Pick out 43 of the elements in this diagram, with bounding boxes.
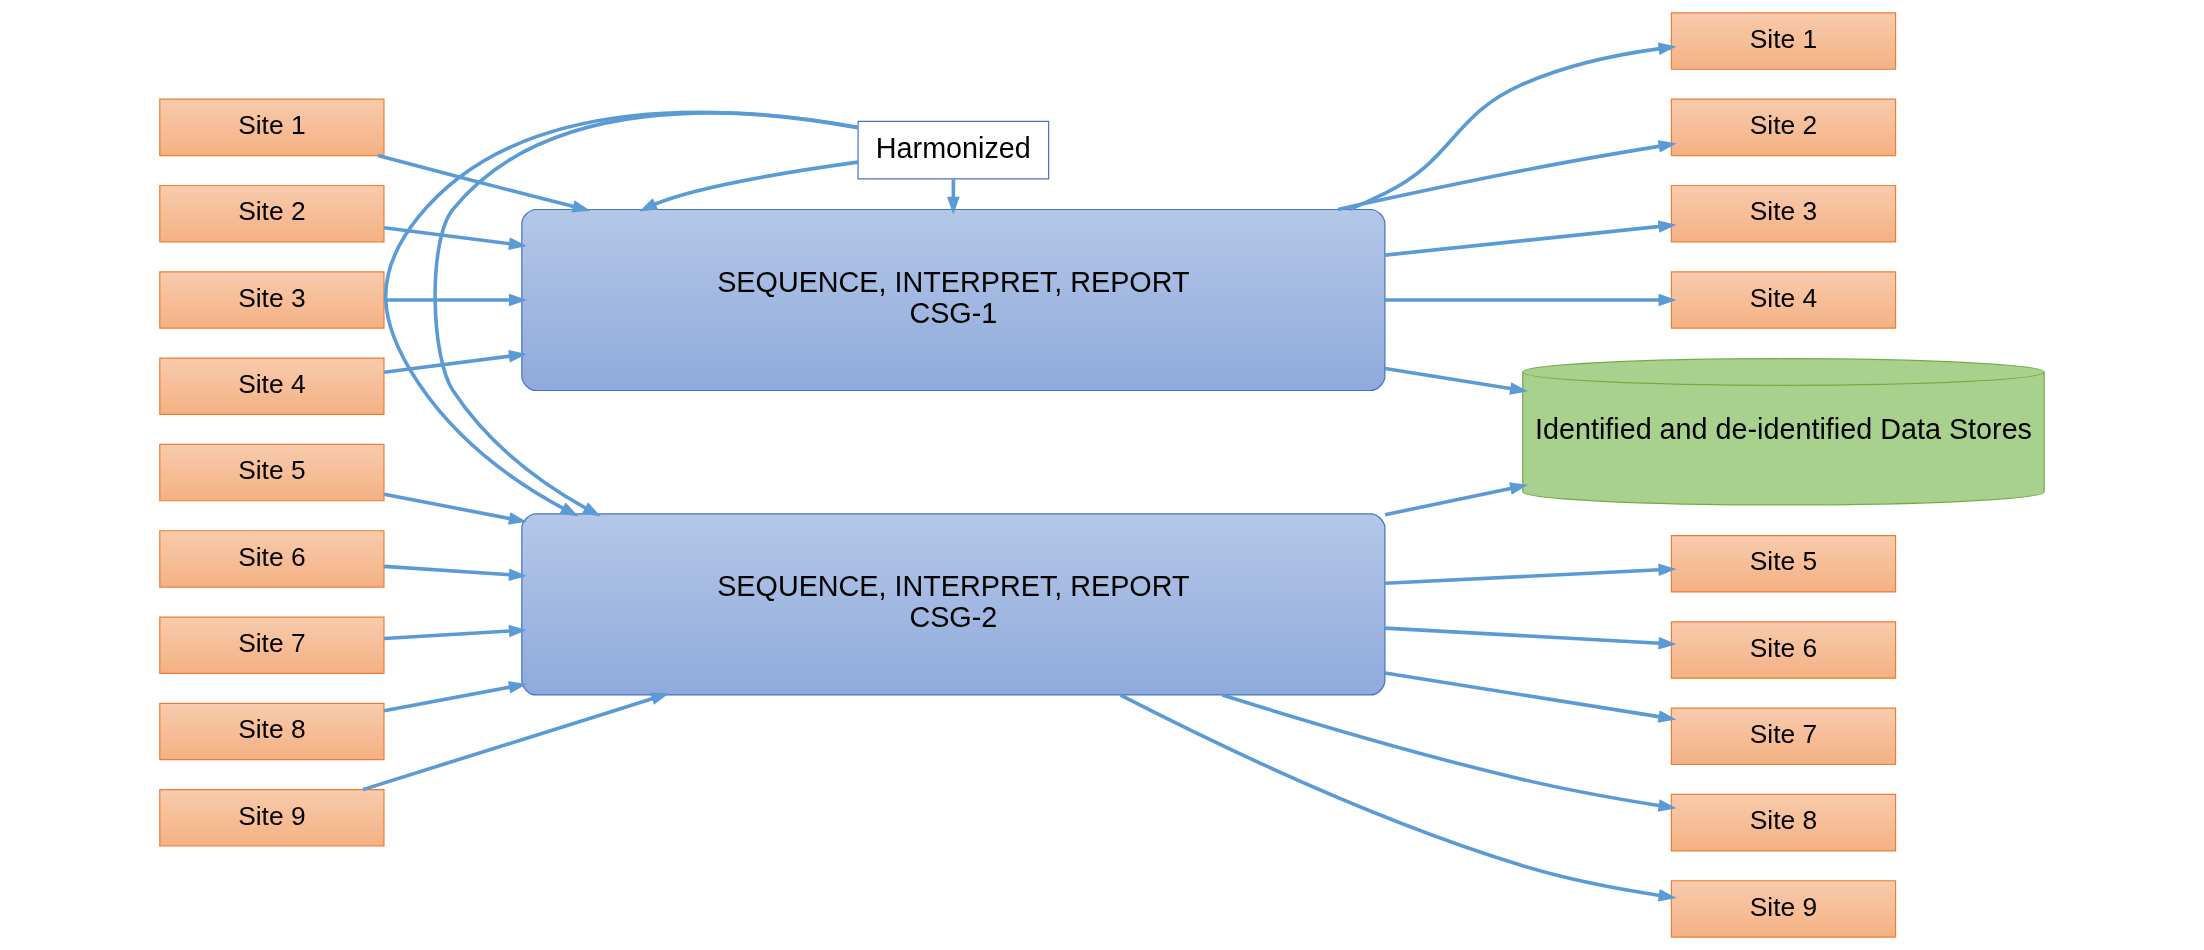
node-box: Site 5: [1670, 534, 1897, 593]
arrow: [1384, 220, 1677, 257]
node-box: Site 1: [1670, 12, 1897, 70]
node-box: Site 1: [159, 98, 385, 157]
arrow: [1349, 42, 1677, 211]
node-box: Site 4: [1670, 271, 1897, 329]
arrow: [1384, 482, 1529, 517]
arrow: [383, 492, 527, 525]
arrow: [1221, 693, 1677, 812]
node-box: Site 3: [1670, 184, 1897, 243]
arrow: [1385, 293, 1677, 307]
node-box: Site 7: [159, 616, 385, 674]
node-box: Site 8: [159, 702, 385, 761]
node-box: Site 6: [1670, 621, 1897, 679]
node-box: Site 4: [159, 357, 385, 416]
node-box: Site 2: [159, 184, 385, 243]
arrow: [377, 153, 591, 213]
node-box: Site 9: [1670, 880, 1897, 938]
arrow: [1384, 366, 1529, 395]
arrow: [1119, 693, 1677, 902]
arrow: [362, 692, 670, 792]
arrow: [384, 293, 527, 307]
arrow: [1384, 626, 1677, 650]
node-box: Harmonized: [857, 120, 1050, 180]
node-box: Site 2: [1670, 98, 1897, 157]
node-box: SEQUENCE, INTERPRET, REPORT CSG-2: [521, 513, 1386, 696]
arrow: [639, 160, 859, 212]
node-box: Site 7: [1670, 707, 1897, 766]
node-box: Site 8: [1670, 793, 1897, 852]
arrow: [947, 179, 960, 215]
arrow: [383, 350, 527, 374]
node-box: Site 6: [159, 530, 385, 588]
arrow: [1385, 563, 1677, 586]
arrow: [383, 681, 527, 713]
arrow: [1384, 671, 1677, 723]
node-box: Site 5: [159, 443, 385, 502]
arrow: [383, 226, 527, 250]
arrow: [1337, 140, 1677, 212]
node-box: Site 9: [159, 789, 385, 847]
node-box: Site 3: [159, 271, 385, 329]
arrow: [383, 624, 527, 641]
node-box: SEQUENCE, INTERPRET, REPORT CSG-1: [521, 208, 1386, 392]
arrow: [383, 564, 527, 582]
